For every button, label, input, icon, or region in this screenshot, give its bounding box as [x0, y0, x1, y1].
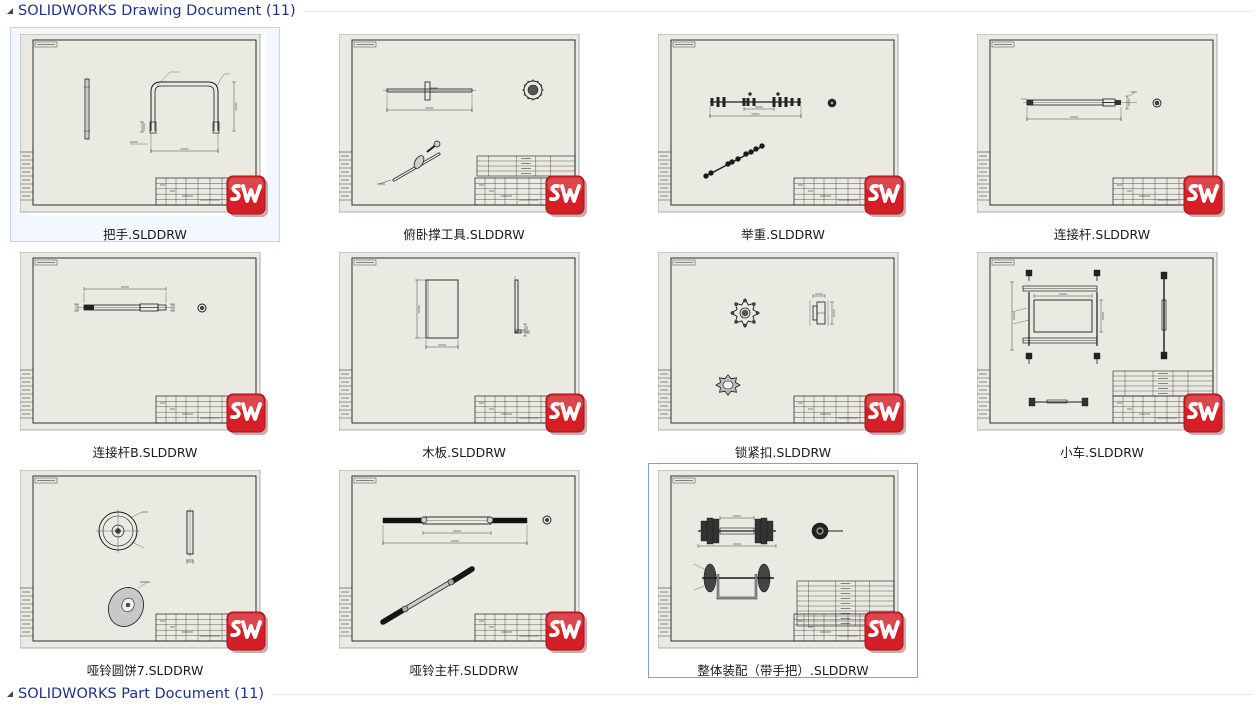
file-tile[interactable]: 哑铃圆饼7.SLDDRW	[10, 463, 280, 678]
solidworks-badge-icon	[545, 175, 587, 217]
group-divider	[303, 10, 1252, 12]
drawing-thumbnail	[339, 252, 587, 435]
group-title: SOLIDWORKS Drawing Document (11)	[18, 3, 296, 19]
drawing-thumbnail	[977, 252, 1225, 435]
drawing-thumbnail	[20, 252, 268, 435]
file-name-label: 连接杆B.SLDDRW	[92, 445, 198, 460]
file-tile[interactable]: 连接杆.SLDDRW	[967, 27, 1237, 242]
group-header-part[interactable]: SOLIDWORKS Part Document (11)	[0, 683, 1256, 705]
file-name-label: 锁紧扣.SLDDRW	[734, 445, 832, 460]
solidworks-badge-icon	[864, 611, 906, 653]
solidworks-badge-icon	[545, 393, 587, 435]
file-name-label: 哑铃圆饼7.SLDDRW	[86, 663, 204, 678]
drawing-thumbnail	[339, 34, 587, 217]
solidworks-badge-icon	[864, 393, 906, 435]
file-tile[interactable]: 小车.SLDDRW	[967, 245, 1237, 460]
drawing-thumbnail	[339, 470, 587, 653]
drawing-thumbnail	[20, 470, 268, 653]
drawing-thumbnail	[658, 252, 906, 435]
solidworks-badge-icon	[545, 611, 587, 653]
file-name-label: 把手.SLDDRW	[103, 227, 187, 242]
drawing-thumbnail	[658, 34, 906, 217]
solidworks-badge-icon	[226, 175, 268, 217]
file-tile[interactable]: 把手.SLDDRW	[10, 27, 280, 242]
solidworks-badge-icon	[864, 175, 906, 217]
file-tile[interactable]: 俯卧撑工具.SLDDRW	[329, 27, 599, 242]
file-name-label: 木板.SLDDRW	[422, 445, 506, 460]
file-name-label: 举重.SLDDRW	[741, 227, 825, 242]
file-tile[interactable]: 锁紧扣.SLDDRW	[648, 245, 918, 460]
group-divider	[272, 693, 1252, 695]
file-tile[interactable]: 木板.SLDDRW	[329, 245, 599, 460]
solidworks-badge-icon	[226, 393, 268, 435]
file-tile[interactable]: 整体装配（带手把）.SLDDRW	[648, 463, 918, 678]
drawing-thumbnail	[20, 34, 268, 217]
file-name-label: 连接杆.SLDDRW	[1053, 227, 1151, 242]
file-name-label: 小车.SLDDRW	[1060, 445, 1144, 460]
file-name-label: 哑铃主杆.SLDDRW	[409, 663, 519, 678]
file-name-label: 俯卧撑工具.SLDDRW	[403, 227, 525, 242]
group-title: SOLIDWORKS Part Document (11)	[18, 686, 265, 702]
file-tile[interactable]: 哑铃主杆.SLDDRW	[329, 463, 599, 678]
collapse-chevron-icon[interactable]	[2, 686, 18, 702]
file-tile[interactable]: 连接杆B.SLDDRW	[10, 245, 280, 460]
group-header-drawing[interactable]: SOLIDWORKS Drawing Document (11)	[0, 0, 1256, 22]
file-tile[interactable]: 举重.SLDDRW	[648, 27, 918, 242]
file-name-label: 整体装配（带手把）.SLDDRW	[697, 663, 869, 678]
solidworks-badge-icon	[1183, 393, 1225, 435]
drawing-thumbnail	[977, 34, 1225, 217]
drawing-thumbnail	[658, 470, 906, 653]
solidworks-badge-icon	[226, 611, 268, 653]
solidworks-badge-icon	[1183, 175, 1225, 217]
collapse-chevron-icon[interactable]	[2, 3, 18, 19]
